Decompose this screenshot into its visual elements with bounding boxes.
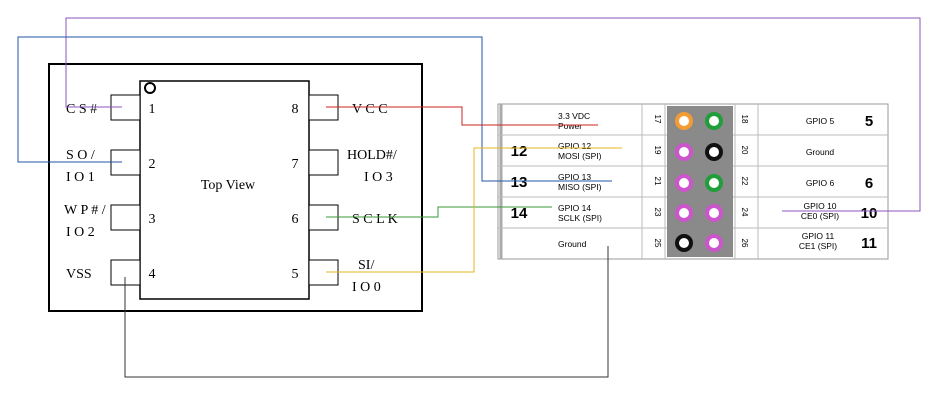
svg-text:17: 17 [653,115,662,124]
gpio-row-23-24: 14 GPIO 14 SCLK (SPI) 23 24 GPIO 10 CE0 … [511,201,878,223]
svg-text:14: 14 [511,205,528,222]
pin-label-hold: HOLD#/ [347,148,397,163]
svg-text:24: 24 [740,208,749,217]
gpio-row-25-26: Ground 25 26 GPIO 11 CE1 (SPI) 11 [558,231,877,252]
pin-label-vss: VSS [66,267,92,282]
pin-number-4: 4 [149,267,156,282]
svg-text:GPIO 11: GPIO 11 [802,231,835,241]
wire-ground [124,246,609,378]
svg-text:GPIO 12: GPIO 12 [558,141,591,151]
gpio-row-21-22: 13 GPIO 13 MISO (SPI) 21 22 GPIO 6 6 [511,172,873,192]
pin-number-3: 3 [149,212,156,227]
svg-text:26: 26 [740,239,749,248]
wire-mosi-to-si [326,147,622,273]
pin-number-5: 5 [292,267,299,282]
pin-number-2: 2 [149,157,156,172]
svg-text:19: 19 [653,146,662,155]
pin-number-6: 6 [292,212,299,227]
pin-number-7: 7 [292,157,299,172]
wire-sclk [326,206,552,218]
chip-title: Top View [201,178,256,193]
pin-label-cs: C S # [66,102,97,117]
pin-label-io3: I O 3 [364,170,393,185]
svg-text:10: 10 [861,205,878,222]
svg-text:Power: Power [558,121,582,131]
svg-text:20: 20 [740,146,749,155]
svg-text:GPIO 14: GPIO 14 [558,203,591,213]
wire-ce0-to-cs [65,17,921,212]
svg-text:GPIO 5: GPIO 5 [806,116,835,126]
pin-label-io0: I O 0 [352,280,381,295]
svg-text:6: 6 [865,175,873,192]
pin-label-io1: I O 1 [66,170,95,185]
svg-text:5: 5 [865,113,873,130]
svg-text:23: 23 [653,208,662,217]
svg-text:MISO (SPI): MISO (SPI) [558,182,602,192]
pin-label-so: S O / [66,148,95,163]
svg-text:13: 13 [511,174,528,191]
gpio-row-17-18: 3.3 VDC Power 17 18 GPIO 5 5 [558,111,873,131]
pin-label-vcc: V C C [352,102,388,117]
svg-text:18: 18 [740,115,749,124]
svg-text:Ground: Ground [558,239,587,249]
pin1-marker [144,82,156,94]
chip-body [139,80,310,300]
svg-text:22: 22 [740,177,749,186]
svg-text:CE1 (SPI): CE1 (SPI) [799,241,837,251]
wire-miso-to-so [17,36,612,182]
svg-text:MOSI (SPI): MOSI (SPI) [558,151,602,161]
svg-text:21: 21 [653,177,662,186]
pin-tab-1 [110,94,141,121]
svg-text:GPIO 6: GPIO 6 [806,178,835,188]
pin-label-si: SI/ [358,258,374,273]
pin-number-1: 1 [149,102,156,117]
svg-text:GPIO 10: GPIO 10 [803,201,836,211]
wire-vcc-to-3v3 [326,106,598,126]
svg-text:11: 11 [861,235,877,252]
pin-label-sclk: S C L K [352,212,398,227]
pin-tab-5 [308,259,339,286]
svg-text:GPIO 13: GPIO 13 [558,172,591,182]
svg-text:CE0 (SPI): CE0 (SPI) [801,211,839,221]
svg-text:25: 25 [653,239,662,248]
gpio-row-19-20: 12 GPIO 12 MOSI (SPI) 19 20 Ground [511,141,835,161]
svg-text:12: 12 [511,143,528,160]
svg-text:3.3 VDC: 3.3 VDC [558,111,590,121]
pin-label-wp: W P # / [64,203,106,218]
svg-text:SCLK (SPI): SCLK (SPI) [558,213,602,223]
pin-label-io2: I O 2 [66,225,95,240]
pin-number-8: 8 [292,102,299,117]
pin-tab-7 [308,149,339,176]
svg-text:Ground: Ground [806,147,835,157]
pin-tab-3 [110,204,141,231]
